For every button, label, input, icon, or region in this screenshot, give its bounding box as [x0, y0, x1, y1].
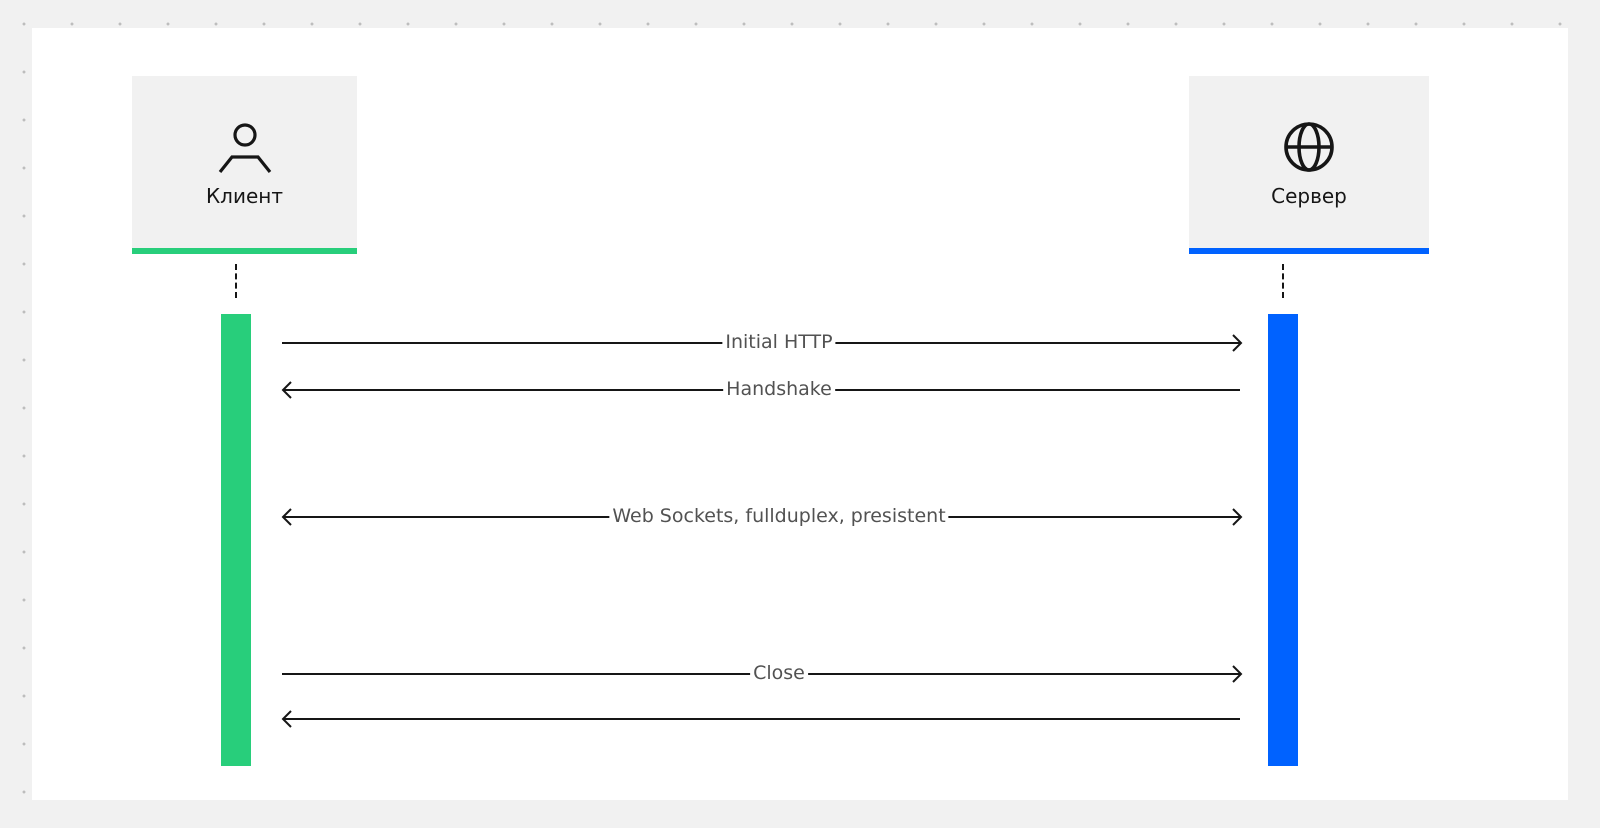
- lifeline-server: [1282, 264, 1284, 298]
- activation-bar-server: [1268, 314, 1298, 766]
- diagram-canvas: Клиент Сервер: [32, 28, 1568, 800]
- message-arrow-close-ack: [281, 710, 1240, 728]
- globe-icon: [1284, 122, 1334, 172]
- message-label-websockets: Web Sockets, fullduplex, presistent: [609, 504, 949, 528]
- user-icon: [218, 123, 271, 173]
- participant-server[interactable]: Сервер: [1189, 76, 1429, 254]
- participant-client[interactable]: Клиент: [132, 76, 357, 254]
- message-label-initial-http: Initial HTTP: [722, 330, 836, 354]
- participant-label-server: Сервер: [1271, 184, 1347, 208]
- message-label-close: Close: [750, 661, 808, 685]
- activation-bar-client: [221, 314, 251, 766]
- message-label-handshake: Handshake: [723, 377, 835, 401]
- lifeline-client: [235, 264, 237, 298]
- participant-label-client: Клиент: [205, 184, 283, 208]
